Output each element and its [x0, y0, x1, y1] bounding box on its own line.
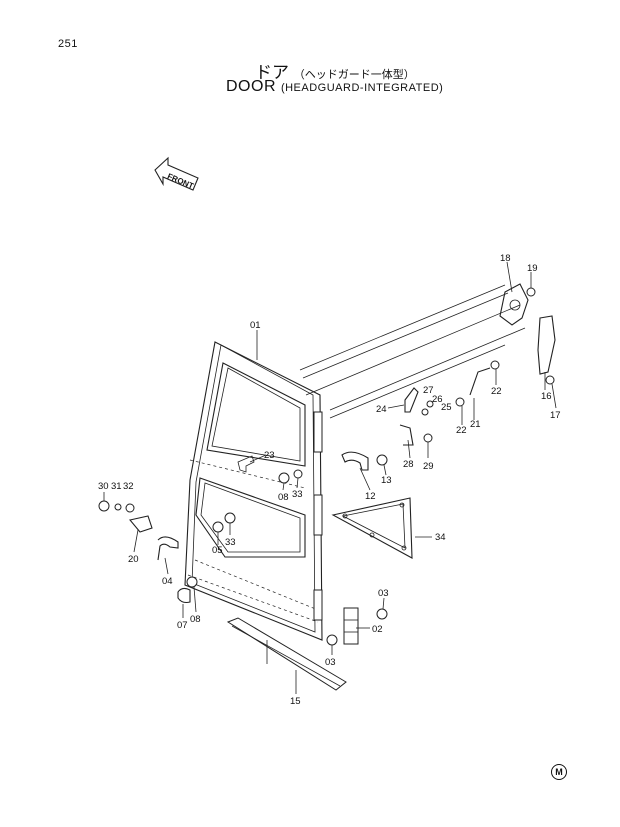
label-33b: 33	[225, 537, 236, 548]
label-27: 27	[423, 385, 434, 396]
title-japanese: ドア （ヘッドガード一体型）	[255, 58, 415, 83]
label-28: 28	[403, 459, 414, 470]
label-08b: 08	[190, 614, 201, 625]
door-rails	[299, 284, 526, 419]
handle	[341, 451, 369, 471]
label-17: 17	[550, 410, 561, 421]
registered-mark-icon: M	[551, 764, 567, 780]
fasteners	[98, 287, 555, 646]
label-23: 23	[264, 450, 275, 461]
title-en-main: DOOR	[226, 78, 276, 95]
label-22a: 22	[491, 386, 502, 397]
page-number: 251	[58, 38, 78, 50]
title-jp-main: ドア	[255, 63, 289, 82]
label-03a: 03	[378, 588, 389, 599]
lock-assembly	[499, 283, 529, 326]
label-19: 19	[527, 263, 538, 274]
label-33a: 33	[292, 489, 303, 500]
part-labels: 01 18 19 16 17 22 21 22 27 26 25 24 28 2…	[98, 253, 561, 707]
rubber-strip	[226, 617, 347, 691]
title-en-sub: (HEADGUARD-INTEGRATED)	[280, 82, 444, 94]
striker-plate	[537, 315, 556, 375]
label-07: 07	[177, 620, 188, 631]
label-16: 16	[541, 391, 552, 402]
label-13: 13	[381, 475, 392, 486]
label-20: 20	[128, 554, 139, 565]
front-arrow-icon: FRONT	[154, 156, 199, 191]
label-01: 01	[250, 320, 261, 331]
label-05: 05	[212, 545, 223, 556]
label-32: 32	[123, 481, 134, 492]
label-02: 02	[372, 624, 383, 635]
lever	[404, 387, 419, 413]
label-03b: 03	[325, 657, 336, 668]
door-frame	[184, 341, 323, 641]
label-31: 31	[111, 481, 122, 492]
label-24: 24	[376, 404, 387, 415]
bracket	[128, 515, 153, 533]
label-29: 29	[423, 461, 434, 472]
window-panel	[331, 497, 413, 559]
label-21: 21	[470, 419, 481, 430]
inner-handle	[157, 536, 179, 561]
hinge	[343, 607, 359, 645]
label-04: 04	[162, 576, 173, 587]
label-34: 34	[435, 532, 446, 543]
label-08a: 08	[278, 492, 289, 503]
title-jp-sub: （ヘッドガード一体型）	[293, 69, 415, 81]
label-25: 25	[441, 402, 452, 413]
label-26: 26	[432, 394, 443, 405]
label-12: 12	[365, 491, 376, 502]
small-bracket	[399, 424, 414, 446]
label-30: 30	[98, 481, 109, 492]
rod	[469, 367, 491, 396]
label-22b: 22	[456, 425, 467, 436]
leader-lines	[103, 261, 557, 694]
stopper	[177, 587, 191, 604]
title-english: DOOR (HEADGUARD-INTEGRATED)	[226, 78, 443, 96]
label-15: 15	[290, 696, 301, 707]
label-18: 18	[500, 253, 511, 264]
